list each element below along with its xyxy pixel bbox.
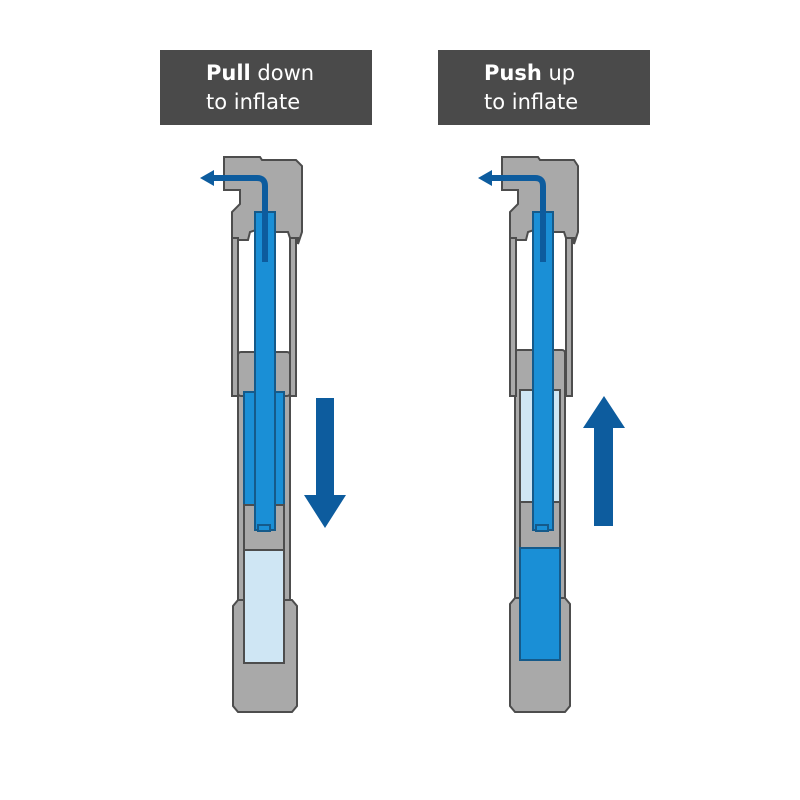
label-line2: to inflate	[484, 90, 579, 114]
air-outflow-path	[490, 175, 546, 262]
air-outflow-path	[212, 175, 268, 262]
pump-pull-down	[200, 156, 346, 713]
upper-tube-outer-wall	[565, 237, 573, 397]
label-bold: Push	[484, 61, 542, 85]
push-up-label: Push up to inflate	[438, 50, 650, 125]
pull-down-label: Pull down to inflate	[160, 50, 372, 125]
label-rest: down	[250, 61, 315, 85]
valve	[535, 524, 549, 532]
upper-tube-outer-wall	[231, 237, 239, 397]
upper-tube-outer-wall	[289, 237, 297, 397]
pull-down-arrow-icon	[304, 398, 346, 528]
push-up-arrow-icon	[583, 396, 625, 526]
air-out-arrow-icon	[478, 170, 492, 186]
pump-push-up	[478, 156, 625, 713]
fresh-air-chamber	[243, 549, 285, 664]
label-bold: Pull	[206, 61, 251, 85]
pressurised-air-chamber	[519, 547, 561, 661]
label-rest: up	[541, 61, 576, 85]
label-line2: to inflate	[206, 90, 301, 114]
valve	[257, 524, 271, 532]
upper-tube-outer-wall	[509, 237, 517, 397]
air-out-arrow-icon	[200, 170, 214, 186]
